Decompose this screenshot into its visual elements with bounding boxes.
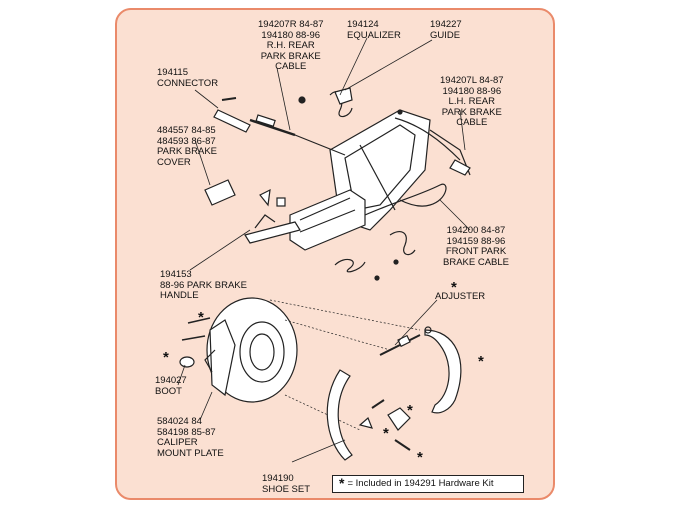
- brake-shoe-set: [326, 329, 462, 461]
- hardware-kit-star: *: [163, 349, 169, 366]
- connector-part: [213, 97, 251, 133]
- park-brake-cover-label: 484557 84-85 484593 86-87 PARK BRAKE COV…: [157, 125, 218, 168]
- lh-rear-cable-label: 194207L 84-87 194180 88-96 L.H. REAR PAR…: [440, 75, 504, 128]
- equalizer-label: 194124 EQUALIZER: [347, 19, 401, 41]
- caliper-mount-plate: [204, 297, 298, 403]
- guide-label: 194227 GUIDE: [430, 19, 462, 41]
- front-park-brake-cable-label: 194200 84-87 194159 88-96 FRONT PARK BRA…: [443, 225, 509, 268]
- boot-label: 194027 BOOT: [155, 375, 187, 397]
- hardware-kit-star: *: [407, 402, 413, 419]
- guide-part: [334, 87, 353, 105]
- hardware-kit-star: *: [198, 309, 204, 326]
- hardware-kit-star: *: [417, 449, 423, 466]
- lh-rear-cable: [394, 109, 471, 176]
- adjuster-part: [379, 326, 432, 356]
- boot-part: [179, 356, 195, 368]
- rh-rear-cable: [249, 114, 346, 156]
- rh-rear-cable-label: 194207R 84-87 194180 88-96 R.H. REAR PAR…: [258, 19, 324, 72]
- caliper-mount-plate-label: 584024 84 584198 85-87 CALIPER MOUNT PLA…: [157, 416, 224, 459]
- park-brake-cover: [204, 179, 236, 206]
- hardware-kit-star: *: [451, 279, 457, 296]
- front-park-brake-cable: [364, 183, 447, 216]
- connector-label: 194115 CONNECTOR: [157, 67, 219, 89]
- legend-star-icon: *: [339, 475, 345, 491]
- shoe-set-label: 194190 SHOE SET: [262, 473, 311, 495]
- hardware-kit-legend: *= Included in 194291 Hardware Kit: [332, 475, 524, 493]
- park-brake-handle: [244, 189, 366, 251]
- hardware-kit-star: *: [383, 425, 389, 442]
- hardware-kit-star: *: [478, 353, 484, 370]
- park-brake-handle-label: 194153 88-96 PARK BRAKE HANDLE: [160, 269, 247, 301]
- legend-text: = Included in 194291 Hardware Kit: [347, 478, 494, 489]
- adjuster-label: ADJUSTER: [435, 291, 486, 302]
